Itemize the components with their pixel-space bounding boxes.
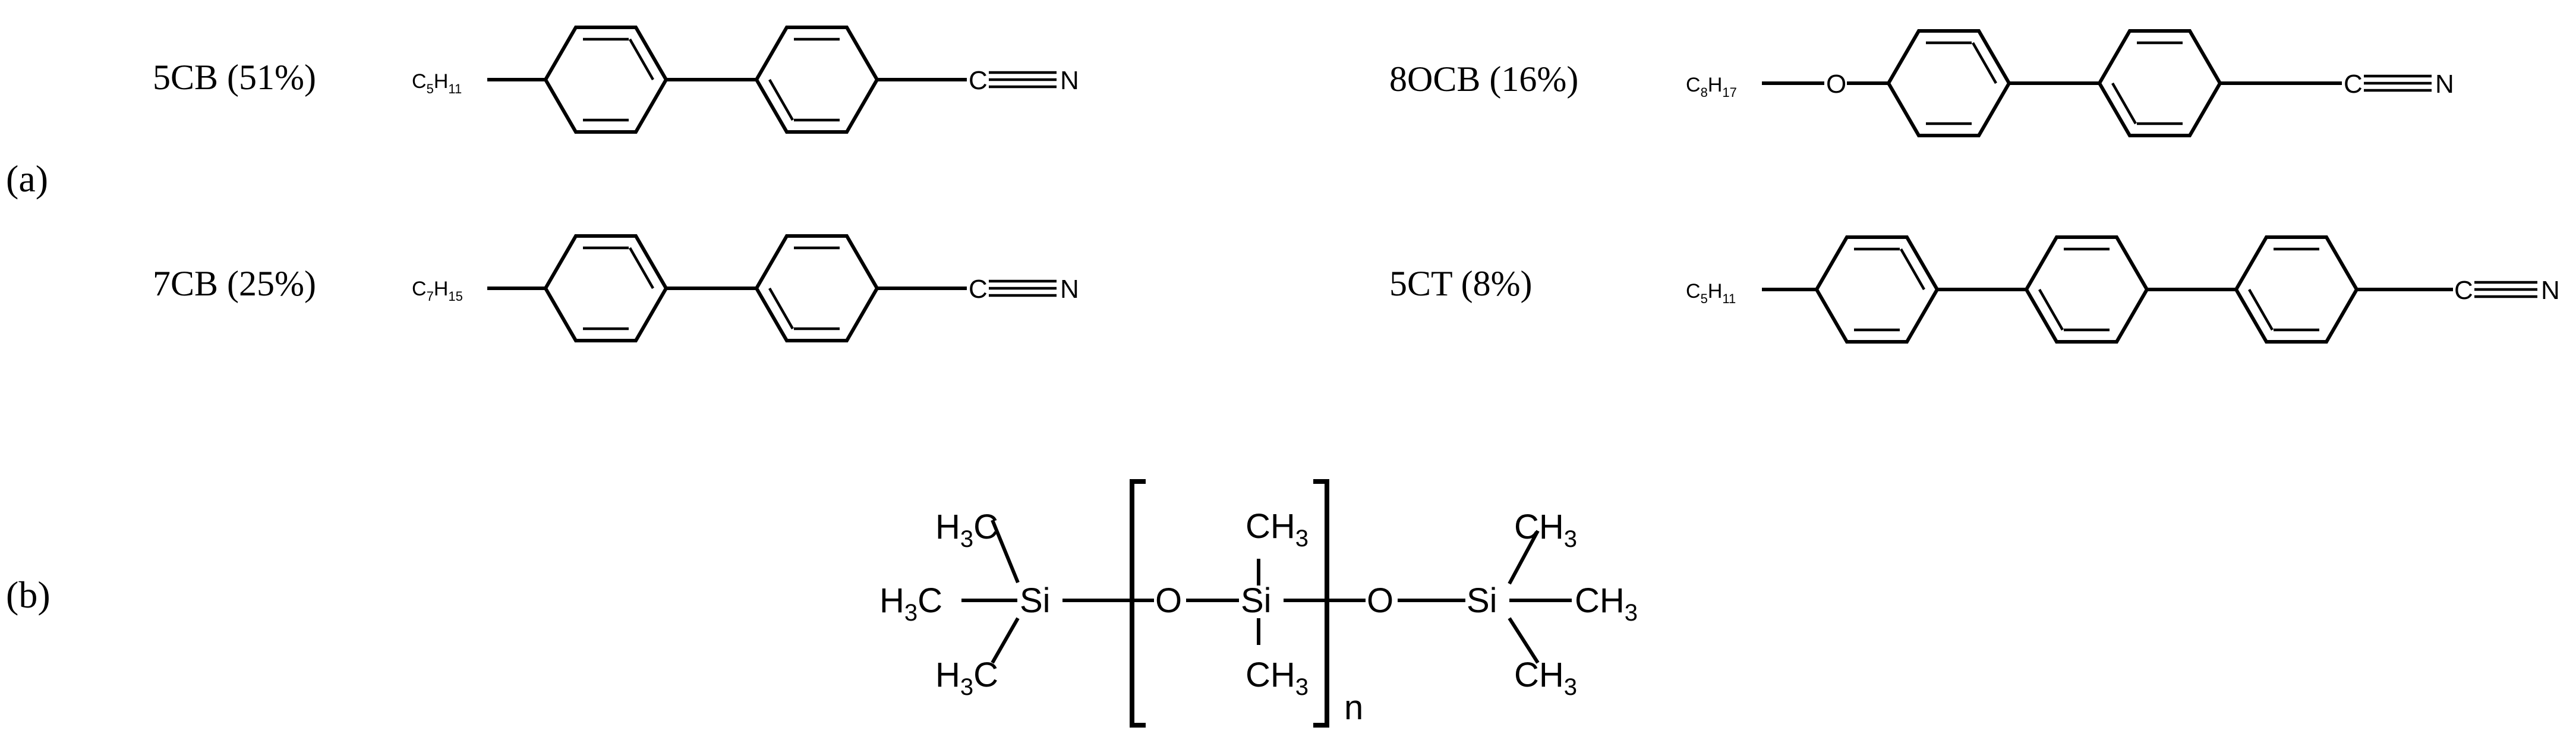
nitrile-nitrogen: N bbox=[1060, 275, 1079, 304]
methyl-label: CH3 bbox=[1246, 656, 1309, 700]
panel-label-a: (a) bbox=[6, 158, 48, 200]
compound-name-5cb: 5CB (51%) bbox=[153, 58, 316, 97]
silicon-atom: Si bbox=[1241, 581, 1272, 620]
methyl-label: CH3 bbox=[1514, 656, 1577, 700]
benzene-ring bbox=[754, 26, 879, 134]
triple-bond bbox=[2364, 74, 2432, 92]
compound-name-7cb: 7CB (25%) bbox=[153, 264, 316, 303]
si-methyl-bond bbox=[1508, 530, 1540, 585]
chain-label: C5H11 bbox=[1686, 280, 1736, 306]
panel-label-b: (b) bbox=[6, 574, 51, 616]
methyl-label: H3C bbox=[879, 581, 942, 626]
chain-label: C8H17 bbox=[1686, 74, 1737, 100]
nitrile-carbon: C bbox=[2344, 70, 2363, 99]
oxygen-atom: O bbox=[1155, 581, 1182, 620]
benzene-ring bbox=[754, 234, 879, 342]
benzene-ring bbox=[2024, 235, 2149, 344]
benzene-ring bbox=[2234, 235, 2359, 344]
structure-polydimethylsiloxane: H3C H3C H3C Si O Si CH3 CH3 n O Si bbox=[879, 479, 1638, 728]
compound-name-8ocb: 8OCB (16%) bbox=[1389, 59, 1578, 99]
si-methyl-bond bbox=[991, 617, 1020, 664]
structure-8ocb: C8H17 O C N bbox=[1686, 29, 2454, 137]
ether-oxygen: O bbox=[1826, 70, 1846, 99]
structure-7cb: C7H15 C N bbox=[412, 234, 1079, 342]
silicon-atom: Si bbox=[1020, 581, 1051, 620]
left-bracket bbox=[1130, 479, 1146, 728]
benzene-ring bbox=[2097, 29, 2222, 137]
silicon-atom: Si bbox=[1467, 581, 1497, 620]
right-bracket bbox=[1313, 479, 1329, 728]
methyl-label: H3C bbox=[935, 508, 998, 552]
benzene-ring bbox=[1886, 29, 2011, 137]
structure-5ct: C5H11 C N bbox=[1686, 235, 2560, 344]
nitrile-carbon: C bbox=[969, 66, 988, 95]
benzene-ring bbox=[1814, 235, 1940, 344]
repeat-count-n: n bbox=[1344, 688, 1363, 727]
oxygen-atom: O bbox=[1367, 581, 1393, 620]
structure-5cb: C5H11 C N bbox=[412, 26, 1079, 134]
triple-bond bbox=[989, 279, 1057, 297]
nitrile-carbon: C bbox=[969, 275, 988, 304]
triple-bond bbox=[989, 71, 1057, 89]
methyl-label: CH3 bbox=[1514, 508, 1577, 552]
triple-bond bbox=[2474, 281, 2537, 298]
methyl-label: CH3 bbox=[1575, 581, 1638, 626]
nitrile-carbon: C bbox=[2454, 276, 2473, 305]
nitrile-nitrogen: N bbox=[2435, 70, 2454, 99]
methyl-label: H3C bbox=[935, 656, 998, 700]
nitrile-nitrogen: N bbox=[2541, 276, 2560, 305]
methyl-label: CH3 bbox=[1246, 507, 1309, 552]
nitrile-nitrogen: N bbox=[1060, 66, 1079, 95]
benzene-ring bbox=[543, 26, 669, 134]
chain-label: C7H15 bbox=[412, 278, 463, 304]
si-methyl-bond bbox=[1508, 617, 1540, 664]
chain-label: C5H11 bbox=[412, 70, 462, 96]
benzene-ring bbox=[543, 234, 669, 342]
compound-name-5ct: 5CT (8%) bbox=[1389, 264, 1533, 303]
si-methyl-bond bbox=[991, 519, 1020, 584]
